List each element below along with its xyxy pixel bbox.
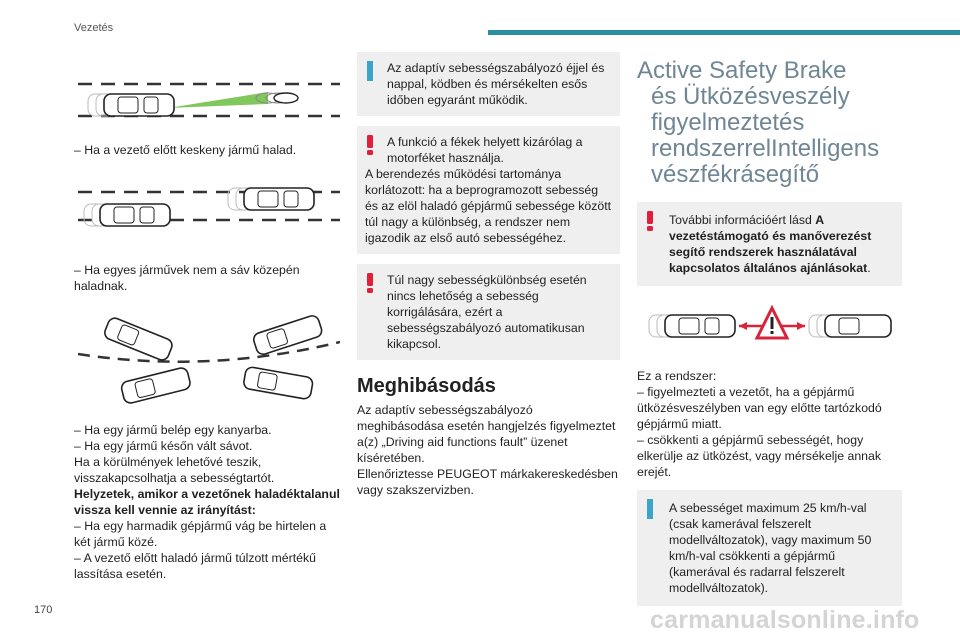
- page-number: 170: [34, 604, 53, 616]
- heading-line-5: vészfékrásegítő: [651, 161, 820, 188]
- speed-reduction-text: A sebességet maximum 25 km/h-val (csak k…: [669, 501, 872, 595]
- heading-line-2: és Ütközésveszély: [651, 83, 850, 110]
- caption-late-lane-change: – Ha egy jármű későn vált sávot.: [74, 439, 253, 453]
- info-icon: [647, 499, 653, 519]
- warning-icon: [367, 273, 373, 293]
- warning-icon: [647, 211, 653, 231]
- takeover-heading: Helyzetek, amikor a vezetőnek haladéktal…: [74, 487, 340, 517]
- malfunction-paragraph-2: Ellenőriztesse PEUGEOT márkakereskedésbe…: [357, 467, 618, 497]
- takeover-item-hard-braking: – A vezető előtt haladó jármű túlzott mé…: [74, 551, 316, 581]
- column-middle: Az adaptív sebességszabályozó éjjel és n…: [357, 52, 620, 498]
- malfunction-paragraph: Az adaptív sebességszabályozó meghibásod…: [357, 403, 616, 465]
- warning-note-line1: A funkció a fékek helyett kizárólag a mo…: [387, 135, 583, 165]
- narrow-vehicle-illustration: [78, 82, 340, 118]
- caption-off-center: – Ha egyes járművek nem a sáv közepén ha…: [74, 263, 300, 293]
- section-title: Vezetés: [74, 22, 114, 34]
- info-note-conditions: Az adaptív sebességszabályozó éjjel és n…: [357, 52, 620, 116]
- reference-pre: További információért lásd: [669, 213, 816, 227]
- reference-bold: A vezetéstámogató és manőverezést segítő…: [669, 213, 872, 275]
- warning-note-reference: További információért lásd A vezetéstámo…: [637, 202, 902, 286]
- column-left: – Ha a vezető előtt keskeny jármű halad.…: [74, 70, 344, 582]
- system-intro: Ez a rendszer:: [637, 369, 717, 383]
- warning-note-engine-brake: A funkció a fékek helyett kizárólag a mo…: [357, 126, 620, 254]
- off-center-vehicle-illustration: [78, 187, 340, 227]
- heading-line-4: rendszerrelIntelligens: [651, 135, 880, 162]
- section-heading: Active Safety Brake és Ütközésveszély fi…: [637, 58, 902, 188]
- curve-lane-change-illustration: [78, 315, 340, 404]
- reference-post: .: [867, 261, 871, 275]
- caption-reactivate: Ha a körülmények lehetővé teszik, vissza…: [74, 455, 275, 485]
- warning-note-line2: A berendezés működési tartománya korláto…: [365, 167, 612, 245]
- header-accent-bar: [488, 30, 960, 35]
- collision-warning-illustration: [648, 304, 892, 340]
- warning-note-speed-difference: Túl nagy sebességkülönbség esetén nincs …: [357, 264, 620, 360]
- system-item-warn: – figyelmezteti a vezetőt, ha a gépjármű…: [637, 385, 882, 431]
- column-right: Active Safety Brake és Ütközésveszély fi…: [637, 52, 902, 616]
- warning-note-text: Túl nagy sebességkülönbség esetén nincs …: [387, 273, 587, 351]
- malfunction-heading: Meghibásodás: [357, 375, 496, 397]
- takeover-item-cut-in: – Ha egy harmadik gépjármű vág be hirtel…: [74, 519, 327, 549]
- warning-icon: [367, 135, 373, 155]
- caption-narrow-vehicle: – Ha a vezető előtt keskeny jármű halad.: [74, 143, 297, 157]
- system-item-brake: – csökkenti a gépjármű sebességét, hogy …: [637, 433, 882, 479]
- caption-curve: – Ha egy jármű belép egy kanyarba.: [74, 423, 272, 437]
- heading-line-1: Active Safety Brake: [637, 57, 847, 84]
- info-icon: [367, 61, 373, 81]
- watermark: carmanualsonline.info: [650, 606, 920, 634]
- reference-text: További információért lásd A vezetéstámo…: [647, 212, 892, 276]
- info-note-speed-reduction: A sebességet maximum 25 km/h-val (csak k…: [637, 490, 902, 606]
- info-note-text: Az adaptív sebességszabályozó éjjel és n…: [387, 61, 605, 107]
- heading-line-3: figyelmeztetés: [651, 109, 805, 136]
